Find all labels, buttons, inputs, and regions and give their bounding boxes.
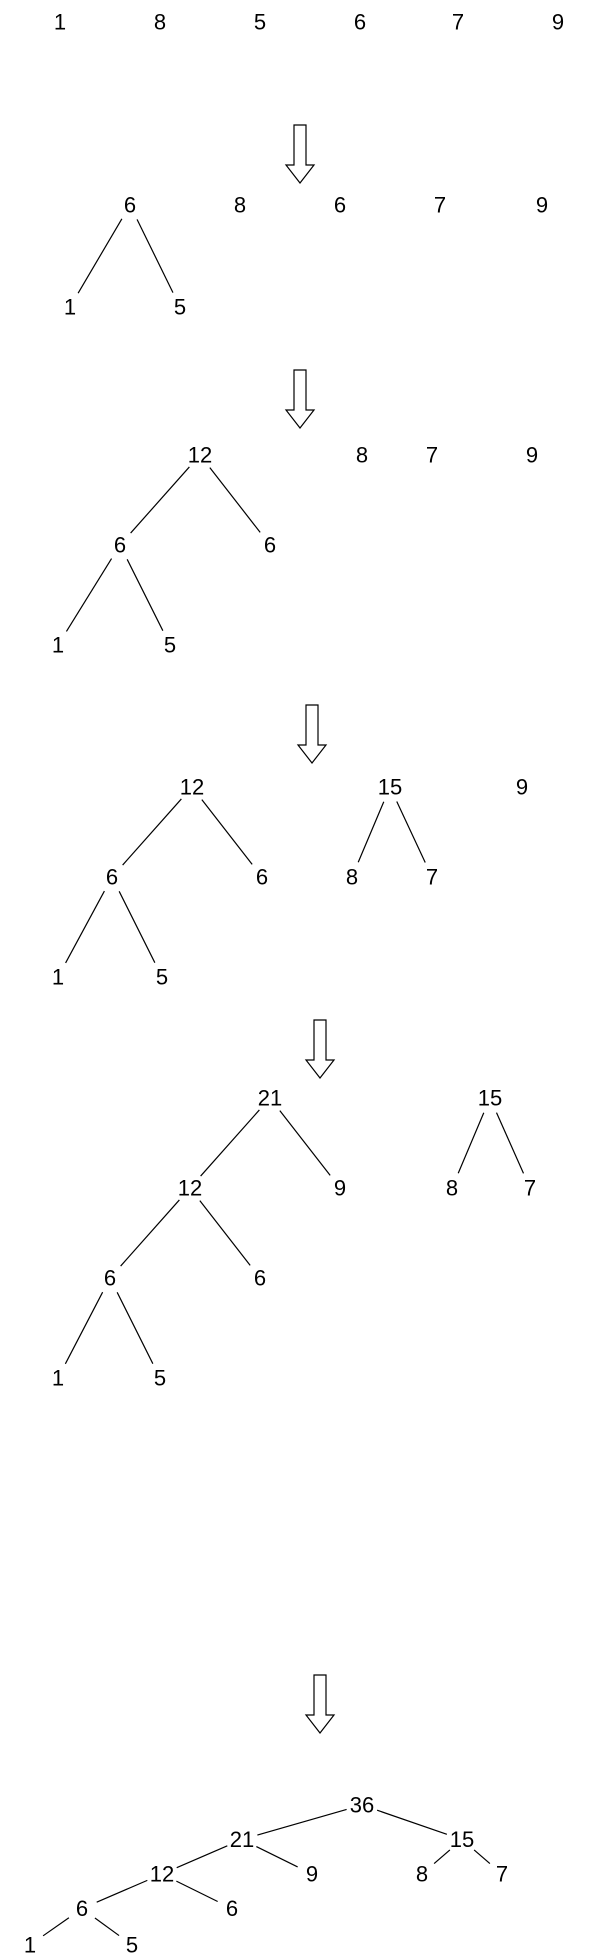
tree-node-label: 8 [154,10,166,35]
tree-node-label: 21 [258,1086,282,1111]
tree-node-label: 9 [552,10,564,35]
tree-node-label: 5 [164,633,176,658]
down-arrow-icon [284,369,316,429]
tree-edge [256,1846,298,1868]
tree-node-label: 8 [446,1176,458,1201]
tree-node-label: 6 [226,1896,238,1921]
tree-edge [396,801,426,863]
tree-edge [136,219,174,293]
tree-edge [116,1292,154,1364]
tree-node-label: 6 [354,10,366,35]
tree-node-label: 36 [350,1793,374,1818]
tree-node-label: 1 [54,10,66,35]
tree-node-label: 6 [124,193,136,218]
tree-edge [201,799,253,865]
tree-edge [457,1112,485,1174]
tree-node-label: 7 [434,193,446,218]
tree-node-label: 1 [64,295,76,320]
tree-edge [257,1808,347,1836]
tree-edge [65,558,113,632]
tree-node-label: 15 [478,1086,502,1111]
down-arrow-icon [296,704,328,764]
tree-edge [130,466,190,534]
tree-node-label: 1 [52,965,64,990]
tree-edge [176,1880,218,1903]
tree-edge [65,890,105,964]
tree-node-label: 21 [230,1827,254,1852]
tree-node-label: 8 [356,443,368,468]
tree-node-label: 1 [52,633,64,658]
tree-edge [120,1199,180,1267]
tree-node-label: 1 [24,1933,36,1955]
tree-node-label: 6 [254,1266,266,1291]
tree-node-label: 9 [334,1176,346,1201]
tree-edge [357,801,385,863]
tree-node-label: 9 [536,193,548,218]
tree-node-label: 5 [126,1933,138,1955]
tree-node-label: 1 [52,1366,64,1391]
tree-node-label: 7 [496,1862,508,1887]
tree-node-label: 6 [76,1896,88,1921]
tree-edge [122,798,182,866]
tree-edge [495,1112,525,1174]
tree-node-label: 6 [256,865,268,890]
tree-node-label: 8 [346,865,358,890]
tree-node-label: 9 [306,1862,318,1887]
tree-edge [376,1809,448,1835]
tree-edge [200,1109,260,1177]
tree-node-label: 12 [180,775,204,800]
tree-node-label: 12 [150,1862,174,1887]
tree-node-label: 7 [426,443,438,468]
tree-node-label: 5 [174,295,186,320]
tree-node-label: 15 [450,1827,474,1852]
tree-node-label: 7 [426,865,438,890]
tree-node-label: 5 [254,10,266,35]
tree-edge [209,467,261,533]
tree-edge [473,1849,491,1865]
down-arrow-icon [284,124,316,184]
tree-node-label: 6 [114,533,126,558]
stage-3: 12 6 6 1 5 8 7 9 [52,443,538,658]
tree-node-label: 12 [178,1176,202,1201]
tree-edge [199,1200,251,1266]
tree-node-label: 5 [156,965,168,990]
tree-node-label: 9 [516,775,528,800]
tree-node-label: 15 [378,775,402,800]
tree-node-label: 9 [526,443,538,468]
tree-edge [77,218,123,294]
tree-edge [433,1849,451,1865]
down-arrow-icon [304,1674,336,1734]
tree-edge [96,1879,148,1903]
tree-edge [126,559,164,631]
tree-node-label: 6 [104,1266,116,1291]
tree-edge [94,1917,120,1937]
stage-1: 1 8 5 6 7 9 [54,10,564,35]
tree-edge [279,1110,331,1176]
tree-node-label: 8 [416,1862,428,1887]
tree-node-label: 6 [264,533,276,558]
stage-2: 6 1 5 8 6 7 9 [64,193,548,320]
tree-edge [64,1291,104,1365]
tree-node-label: 6 [106,865,118,890]
tree-node-label: 7 [452,10,464,35]
tree-node-label: 5 [154,1366,166,1391]
tree-node-label: 12 [188,443,212,468]
tree-node-label: 6 [334,193,346,218]
tree-node-label: 7 [524,1176,536,1201]
down-arrow-icon [304,1019,336,1079]
tree-edge [118,891,156,963]
tree-node-label: 8 [234,193,246,218]
tree-edge [42,1917,70,1937]
tree-edge [176,1845,228,1869]
